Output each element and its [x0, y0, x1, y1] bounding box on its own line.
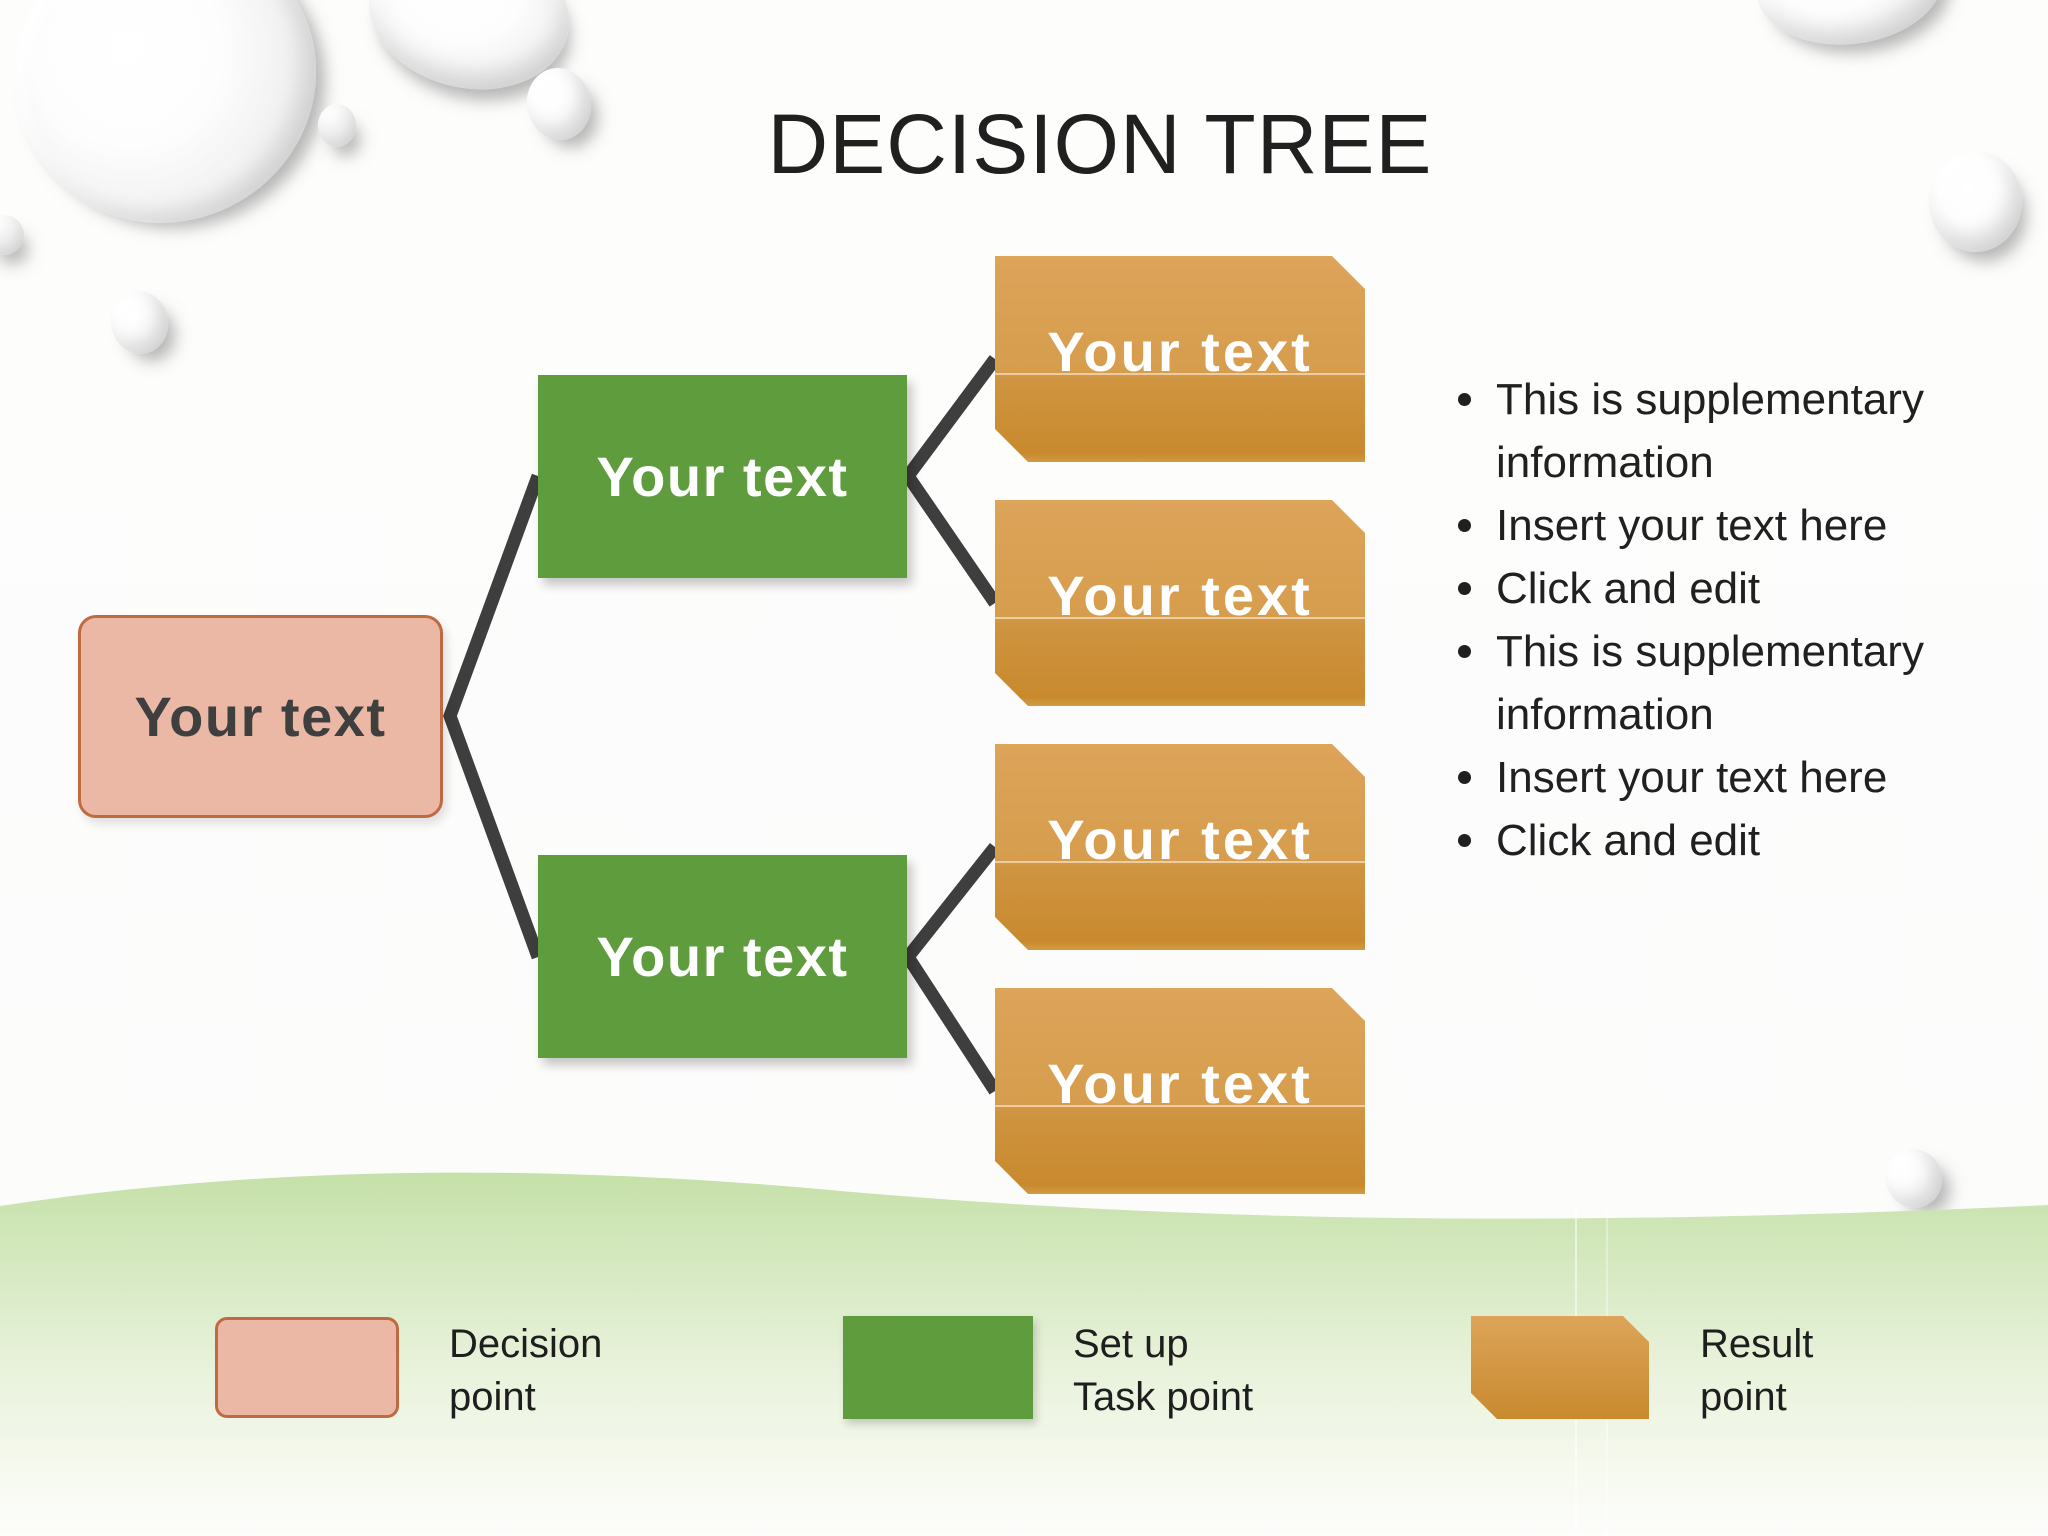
legend-swatch-task [843, 1316, 1033, 1419]
connector-line [443, 473, 545, 960]
water-droplet-icon [1749, 0, 1951, 56]
node-label: Your text [1047, 807, 1313, 871]
result-point-node-4[interactable]: Your text [995, 988, 1365, 1194]
list-item: Click and edit [1448, 557, 1948, 620]
legend-text-line: Result [1700, 1322, 1814, 1366]
legend-text-line: Task point [1073, 1375, 1254, 1419]
page-title[interactable]: DECISION TREE [767, 97, 1433, 191]
supplementary-notes-list[interactable]: This is supplementary information Insert… [1448, 368, 1948, 872]
water-droplet-icon [105, 285, 174, 360]
legend-swatch-decision [215, 1317, 399, 1418]
node-label: Your text [134, 685, 387, 748]
connector-line [900, 355, 1001, 607]
list-item: This is supplementary information [1448, 620, 1948, 746]
result-point-node-2[interactable]: Your text [995, 500, 1365, 706]
legend-text-line: point [1700, 1375, 1787, 1419]
water-droplet-icon [0, 215, 24, 255]
legend-label-task: Set up Task point [1073, 1318, 1253, 1424]
node-label: Your text [596, 925, 849, 988]
list-item: This is supplementary information [1448, 368, 1948, 494]
node-label: Your text [1047, 319, 1313, 383]
water-droplet-icon [1878, 1142, 1950, 1215]
water-droplet-icon [318, 104, 356, 147]
task-point-node-2[interactable]: Your text [538, 855, 907, 1058]
legend-text-line: Decision [449, 1322, 603, 1366]
list-item: Insert your text here [1448, 494, 1948, 557]
legend-text-line: Set up [1073, 1322, 1189, 1366]
result-point-node-1[interactable]: Your text [995, 256, 1365, 462]
result-point-node-3[interactable]: Your text [995, 744, 1365, 950]
legend-swatch-result [1471, 1316, 1649, 1419]
list-item: Insert your text here [1448, 746, 1948, 809]
legend-label-result: Result point [1700, 1318, 1813, 1424]
task-point-node-1[interactable]: Your text [538, 375, 907, 578]
legend-text-line: point [449, 1375, 536, 1419]
node-label: Your text [1047, 563, 1313, 627]
node-label: Your text [596, 445, 849, 508]
node-label: Your text [1047, 1051, 1313, 1115]
water-droplet-icon [0, 0, 361, 269]
legend-label-decision: Decision point [449, 1318, 602, 1424]
water-droplet-icon [1929, 151, 2022, 252]
connector-line [900, 842, 1001, 1095]
list-item: Click and edit [1448, 809, 1948, 872]
decision-point-node[interactable]: Your text [78, 615, 443, 818]
